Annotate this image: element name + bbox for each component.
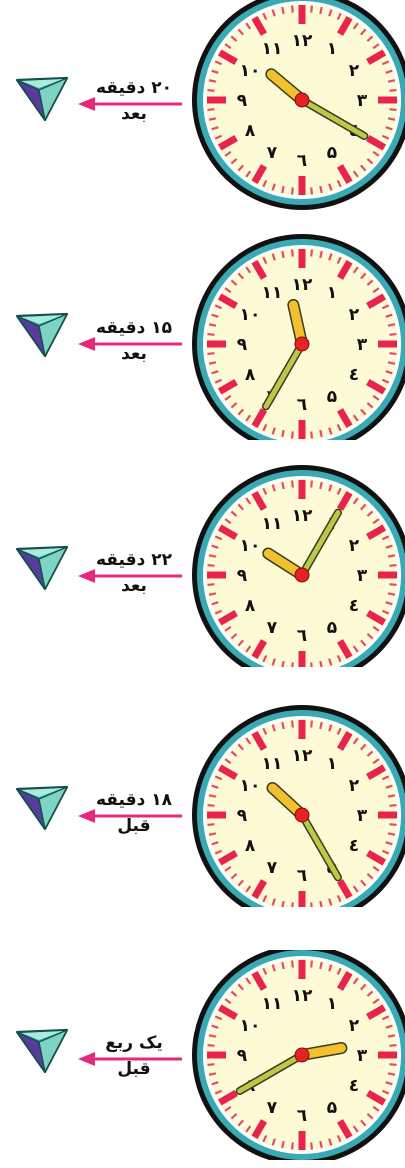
dial-numeral: ۱۲ bbox=[292, 986, 313, 1006]
dial-numeral: ۱۰ bbox=[240, 776, 261, 796]
dial-numeral: ۳ bbox=[357, 335, 368, 355]
dial-numeral: ٦ bbox=[297, 1106, 307, 1126]
dial-numeral: ٤ bbox=[349, 1076, 359, 1096]
offset-text-5: یک ربع bbox=[88, 1035, 180, 1052]
clock-center bbox=[295, 808, 309, 822]
dial-numeral: ۱۲ bbox=[292, 506, 313, 526]
dial-numeral: ۱ bbox=[327, 283, 337, 303]
dial-numeral: ۵ bbox=[327, 618, 337, 638]
gem-icon bbox=[17, 1030, 67, 1072]
dial-numeral: ۱۲ bbox=[292, 275, 313, 295]
exercise-row-1: ۱۲۱۲۳٤۵٦۷۸۹۱۰۱۱ ۲۰ دقیقه بعد bbox=[0, 0, 405, 210]
exercise-row-2: ۱۲۱۲۳٤۵٦۷۸۹۱۰۱۱ ۱۵ دقیقه بعد bbox=[0, 230, 405, 440]
dial-numeral: ۱۱ bbox=[262, 514, 283, 534]
dial-numeral: ٤ bbox=[349, 596, 359, 616]
exercise-row-4: ۱۲۱۲۳٤۵٦۷۸۹۱۰۱۱ ۱۸ دقیقه قبل bbox=[0, 697, 405, 907]
dial-numeral: ۷ bbox=[267, 1098, 278, 1118]
clock-icon: ۱۲۱۲۳٤۵٦۷۸۹۱۰۱۱ bbox=[192, 950, 405, 1160]
dial-numeral: ۲ bbox=[349, 776, 360, 796]
clock-center bbox=[295, 568, 309, 582]
exercise-graphic-1: ۱۲۱۲۳٤۵٦۷۸۹۱۰۱۱ bbox=[0, 0, 405, 210]
dial-numeral: ۵ bbox=[327, 1098, 337, 1118]
dial-numeral: ۲ bbox=[349, 536, 360, 556]
clock-center bbox=[295, 337, 309, 351]
dial-numeral: ۸ bbox=[245, 836, 256, 856]
clock-center bbox=[295, 93, 309, 107]
dial-numeral: ۷ bbox=[267, 618, 278, 638]
dial-numeral: ۹ bbox=[237, 566, 248, 586]
direction-text-2: بعد bbox=[88, 346, 180, 363]
dial-numeral: ۲ bbox=[349, 305, 360, 325]
exercise-graphic-4: ۱۲۱۲۳٤۵٦۷۸۹۱۰۱۱ bbox=[0, 697, 405, 907]
dial-numeral: ۱ bbox=[327, 754, 337, 774]
clock-icon: ۱۲۱۲۳٤۵٦۷۸۹۱۰۱۱ bbox=[192, 0, 405, 210]
dial-numeral: ۳ bbox=[357, 566, 368, 586]
clock-icon: ۱۲۱۲۳٤۵٦۷۸۹۱۰۱۱ bbox=[192, 234, 405, 440]
gem-icon bbox=[17, 78, 67, 120]
direction-text-1: بعد bbox=[88, 106, 180, 123]
dial-numeral: ٦ bbox=[297, 151, 307, 171]
dial-numeral: ۱۱ bbox=[262, 994, 283, 1014]
direction-text-3: بعد bbox=[88, 578, 180, 595]
dial-numeral: ۱۱ bbox=[262, 39, 283, 59]
dial-numeral: ۱۰ bbox=[240, 536, 261, 556]
dial-numeral: ۱۱ bbox=[262, 754, 283, 774]
dial-numeral: ۱۰ bbox=[240, 61, 261, 81]
gem-icon bbox=[17, 314, 67, 356]
offset-text-1: ۲۰ دقیقه bbox=[88, 80, 180, 97]
dial-numeral: ٦ bbox=[297, 395, 307, 415]
dial-numeral: ۱۲ bbox=[292, 746, 313, 766]
dial-numeral: ۹ bbox=[237, 1046, 248, 1066]
dial-numeral: ۳ bbox=[357, 91, 368, 111]
dial-numeral: ۱۲ bbox=[292, 31, 313, 51]
dial-numeral: ٦ bbox=[297, 626, 307, 646]
direction-text-5: قبل bbox=[88, 1061, 180, 1078]
exercise-graphic-2: ۱۲۱۲۳٤۵٦۷۸۹۱۰۱۱ bbox=[0, 230, 405, 440]
dial-numeral: ۳ bbox=[357, 1046, 368, 1066]
dial-numeral: ۱۱ bbox=[262, 283, 283, 303]
offset-text-2: ۱۵ دقیقه bbox=[88, 320, 180, 337]
dial-numeral: ۸ bbox=[245, 121, 256, 141]
dial-numeral: ٤ bbox=[349, 836, 359, 856]
dial-numeral: ۱۰ bbox=[240, 1016, 261, 1036]
dial-numeral: ۷ bbox=[267, 143, 278, 163]
dial-numeral: ۸ bbox=[245, 596, 256, 616]
dial-numeral: ۱ bbox=[327, 994, 337, 1014]
clock-icon: ۱۲۱۲۳٤۵٦۷۸۹۱۰۱۱ bbox=[192, 465, 405, 667]
exercise-graphic-3: ۱۲۱۲۳٤۵٦۷۸۹۱۰۱۱ bbox=[0, 457, 405, 667]
dial-numeral: ۱ bbox=[327, 39, 337, 59]
dial-numeral: ۸ bbox=[245, 365, 256, 385]
dial-numeral: ۲ bbox=[349, 1016, 360, 1036]
clock-center bbox=[295, 1048, 309, 1062]
gem-icon bbox=[17, 787, 67, 829]
dial-numeral: ٦ bbox=[297, 866, 307, 886]
dial-numeral: ۲ bbox=[349, 61, 360, 81]
dial-numeral: ۱۰ bbox=[240, 305, 261, 325]
exercise-row-5: ۱۲۱۲۳٤۵٦۷۸۹۱۰۱۱ یک ربع قبل bbox=[0, 950, 405, 1160]
dial-numeral: ٤ bbox=[349, 365, 359, 385]
dial-numeral: ۹ bbox=[237, 91, 248, 111]
dial-numeral: ۵ bbox=[327, 387, 337, 407]
dial-numeral: ۹ bbox=[237, 335, 248, 355]
offset-text-3: ۲۲ دقیقه bbox=[88, 552, 180, 569]
dial-numeral: ۳ bbox=[357, 806, 368, 826]
clock-icon: ۱۲۱۲۳٤۵٦۷۸۹۱۰۱۱ bbox=[192, 705, 405, 907]
dial-numeral: ۹ bbox=[237, 806, 248, 826]
gem-icon bbox=[17, 547, 67, 589]
direction-text-4: قبل bbox=[88, 818, 180, 835]
offset-text-4: ۱۸ دقیقه bbox=[88, 792, 180, 809]
exercise-row-3: ۱۲۱۲۳٤۵٦۷۸۹۱۰۱۱ ۲۲ دقیقه بعد bbox=[0, 457, 405, 667]
dial-numeral: ۵ bbox=[327, 143, 337, 163]
exercise-graphic-5: ۱۲۱۲۳٤۵٦۷۸۹۱۰۱۱ bbox=[0, 950, 405, 1160]
dial-numeral: ۷ bbox=[267, 858, 278, 878]
